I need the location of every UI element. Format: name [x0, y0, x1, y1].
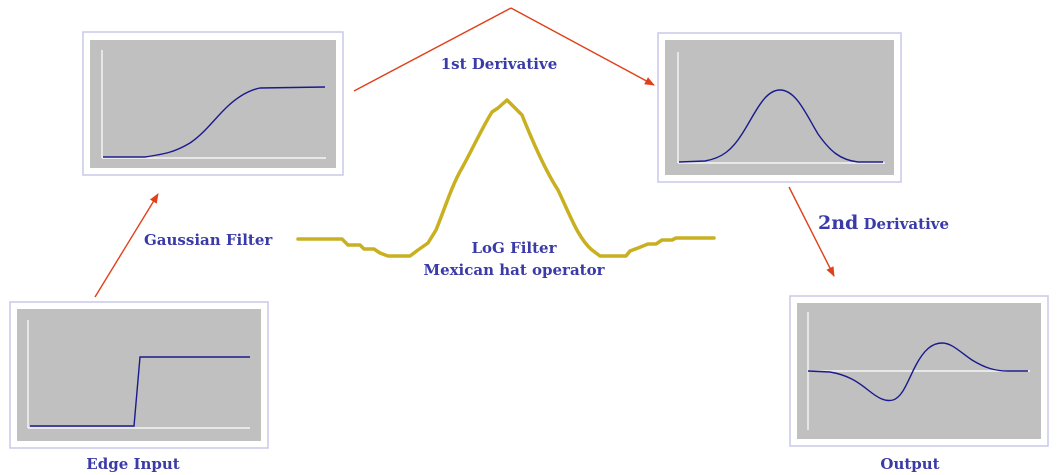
arrow-apex-to-first-derivative	[510, 7, 655, 86]
arrow-edge-to-gaussian	[94, 193, 159, 298]
log-filter-label: LoG Filter	[471, 239, 557, 257]
edge-input-plot	[9, 301, 269, 449]
gaussian-bell-curve	[678, 89, 883, 163]
step-edge-curve	[30, 356, 250, 427]
edge-input-axes	[27, 320, 250, 429]
mexican-hat-label: Mexican hat operator	[423, 261, 605, 279]
output-label: Output	[880, 455, 939, 473]
arrow-gaussian-to-apex	[353, 7, 512, 92]
first-derivative-label: 1st Derivative	[441, 55, 558, 73]
gaussian-smoothed-plot	[82, 31, 344, 176]
first-derivative-panel-background	[665, 40, 894, 175]
first-derivative-axes	[677, 52, 885, 164]
flow-arrows	[94, 7, 835, 298]
second-derivative-ordinal: 2nd	[818, 212, 858, 234]
arrow-first-to-second-derivative	[788, 186, 835, 277]
second-derivative-curve	[807, 342, 1028, 402]
second-derivative-word: Derivative	[858, 215, 949, 233]
second-derivative-label: 2nd Derivative	[818, 212, 949, 234]
edge-input-label: Edge Input	[86, 455, 179, 473]
smoothed-edge-curve	[103, 86, 326, 158]
gaussian-panel-background	[90, 40, 336, 168]
gaussian-filter-label: Gaussian Filter	[144, 231, 273, 249]
first-derivative-plot	[657, 32, 902, 183]
output-plot	[789, 295, 1049, 447]
gaussian-panel-axes	[101, 50, 326, 159]
log-mexican-hat-curve	[296, 98, 716, 258]
